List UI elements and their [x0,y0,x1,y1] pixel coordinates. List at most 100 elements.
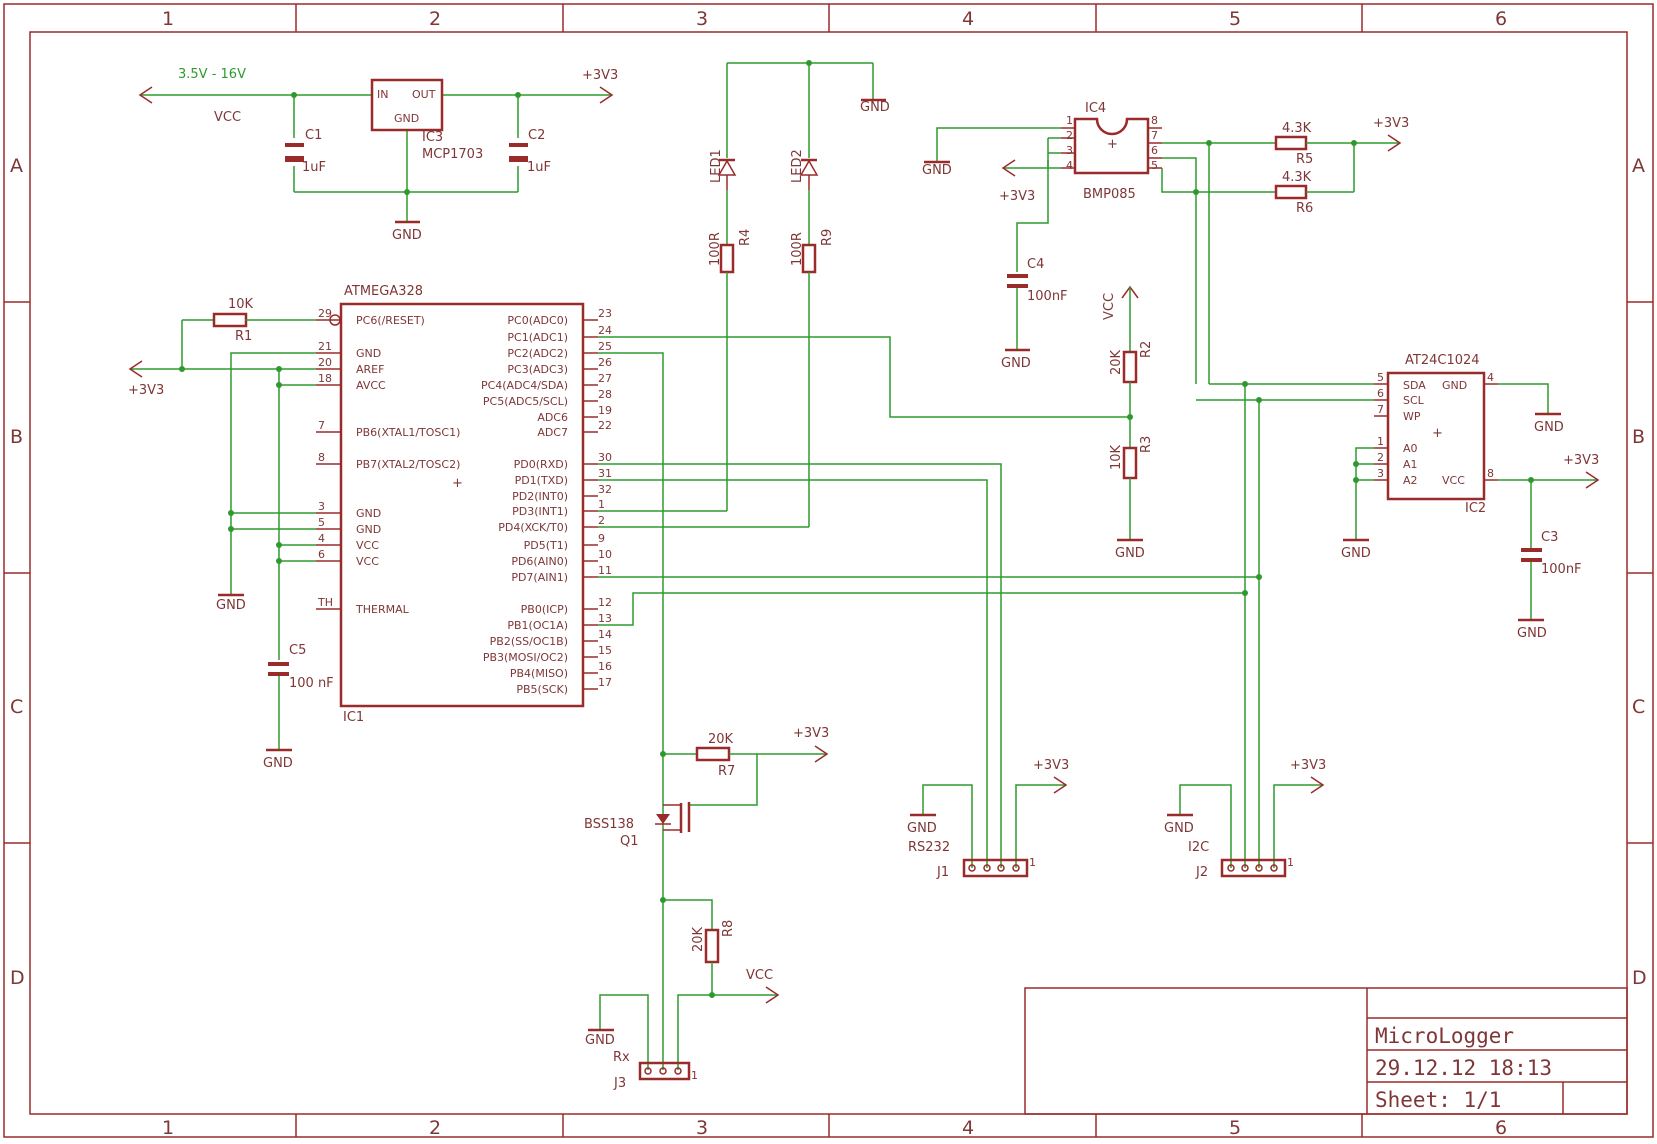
gnd-label-j2: GND [1164,821,1194,836]
ic2-pin-5: 5 [1377,371,1384,384]
ic1-pin-number: 31 [598,467,612,480]
ic1-pin-name: PB0(ICP) [521,603,568,616]
gnd-label-led: GND [860,100,890,115]
ic1-pin-name: PC1(ADC1) [507,331,568,344]
ic2-pin-2: 2 [1377,451,1384,464]
ic1-pin-name: GND [356,507,381,520]
j3-pin-1: 1 [691,1069,698,1082]
v3-label-vreg: +3V3 [582,68,618,83]
led1-name: LED1 [709,149,724,183]
gnd-label-ic4: GND [922,163,952,178]
col-label-1: 1 [162,8,174,30]
ic1-pin-number: 25 [598,340,612,353]
ic1-pin-number: 14 [598,628,612,641]
ic1-pin-name: AREF [356,363,384,376]
ic1-pin-name: VCC [356,555,379,568]
ic1-pin-name: PB6(XTAL1/TOSC1) [356,426,460,439]
r4-value: 100R [708,232,723,266]
power-supply: 3.5V - 16V VCC +3V3 IN OUT GND IC3 MCP17… [138,67,618,243]
c2-name: C2 [528,128,545,143]
ic2-pin-3: 3 [1377,467,1384,480]
ic4-pin-3: 3 [1066,144,1073,157]
ic1-pin-number: 26 [598,356,612,369]
r5-name: R5 [1296,152,1313,167]
gnd-label-j3: GND [585,1033,615,1048]
col-label-1-bottom: 1 [162,1117,174,1139]
ic1-pin-name: PB1(OC1A) [507,619,568,632]
title-block-date: 29.12.12 18:13 [1375,1056,1552,1080]
v3-label-r7: +3V3 [793,726,829,741]
ic1-pin-number: 30 [598,451,612,464]
gnd-label-c3: GND [1517,626,1547,641]
ic1-pin-name: PD0(RXD) [514,458,568,471]
ic1-pin-number: 21 [318,340,332,353]
j3-label-rx: Rx [613,1050,630,1065]
ic2-pin-1: 1 [1377,435,1384,448]
ic1-pin-number: 1 [598,498,605,511]
ic1-atmega328: ATMEGA328 IC1 + 29PC6(/RESET)21GND20AREF… [128,284,1262,1070]
ic1-pin-name: PC0(ADC0) [507,314,568,327]
col-label-3: 3 [696,8,708,30]
q1-value: BSS138 [584,817,634,832]
r1-name: R1 [235,329,252,344]
gnd-label-a2: GND [1341,546,1371,561]
ic2-name: IC2 [1465,501,1486,516]
gnd-label-c4: GND [1001,356,1031,371]
ic1-pin-number: 6 [318,548,325,561]
r6-value: 4.3K [1282,170,1312,185]
ic1-pin-name: VCC [356,539,379,552]
battery-divider: VCC 20K R2 10K R3 GND [598,285,1154,561]
ic1-pin-number: 8 [318,451,325,464]
c4-name: C4 [1027,257,1044,272]
j1-name: J1 [936,865,949,880]
ic2-sda: SDA [1403,379,1426,392]
ic1-pin-name: PB7(XTAL2/TOSC2) [356,458,460,471]
r4-name: R4 [738,229,753,246]
r9-value: 100R [790,232,805,266]
ic1-pin-number: 20 [318,356,332,369]
ic1-pin-name: AVCC [356,379,386,392]
ic2-pin-8: 8 [1487,467,1494,480]
ic1-pin-name: PD5(T1) [524,539,568,552]
ic1-pin-number: 28 [598,388,612,401]
ic1-name: IC1 [343,710,364,725]
ic1-pin-name: PD7(AIN1) [511,571,568,584]
ic1-pin-name: PD3(INT1) [512,505,568,518]
v3-label-ic1: +3V3 [128,383,164,398]
q1-level-shifter: +3V3 20K R7 BSS138 Q1 20K R8 VCC GND Rx … [584,726,829,1091]
r1-value: 10K [228,297,254,312]
gnd-label-c5: GND [263,756,293,771]
col-label-6-bottom: 6 [1495,1117,1507,1139]
row-label-c: C [10,696,23,718]
c3-name: C3 [1541,530,1558,545]
ic1-pin-name: PB5(SCK) [516,683,568,696]
ic3-body [370,78,444,132]
col-label-4-bottom: 4 [962,1117,974,1139]
ic2-a0: A0 [1403,442,1418,455]
ic1-pin-number: 32 [598,483,612,496]
ic2-value: AT24C1024 [1405,353,1480,368]
ic1-pin-number: 7 [318,419,325,432]
ic1-pin-number: 3 [318,500,325,513]
ic1-pin-name: PC6(/RESET) [356,314,425,327]
ic2-eeprom: AT24C1024 IC2 + SDA SCL WP A0 A1 A2 GND … [1196,353,1600,641]
led2-name: LED2 [790,149,805,183]
ic2-a2: A2 [1403,474,1418,487]
ic4-pin-7: 7 [1151,129,1158,142]
col-label-2-bottom: 2 [429,1117,441,1139]
vin-range-label: 3.5V - 16V [178,67,246,82]
col-label-5: 5 [1229,8,1241,30]
vcc-label-divider: VCC [1102,293,1117,320]
ic3-in-pin: IN [377,88,388,101]
ic2-pin-7: 7 [1377,403,1384,416]
ic2-vcc: VCC [1442,474,1465,487]
ic1-pin-number: 12 [598,596,612,609]
c5-value: 100 nF [289,676,334,691]
ic1-pin-number: 10 [598,548,612,561]
ic2-origin: + [1432,426,1443,441]
row-label-b-right: B [1632,426,1645,448]
r2-value: 20K [1109,349,1124,375]
ic1-pin-number: 27 [598,372,612,385]
ic1-pin-name: ADC7 [537,426,568,439]
c1-name: C1 [305,128,322,143]
